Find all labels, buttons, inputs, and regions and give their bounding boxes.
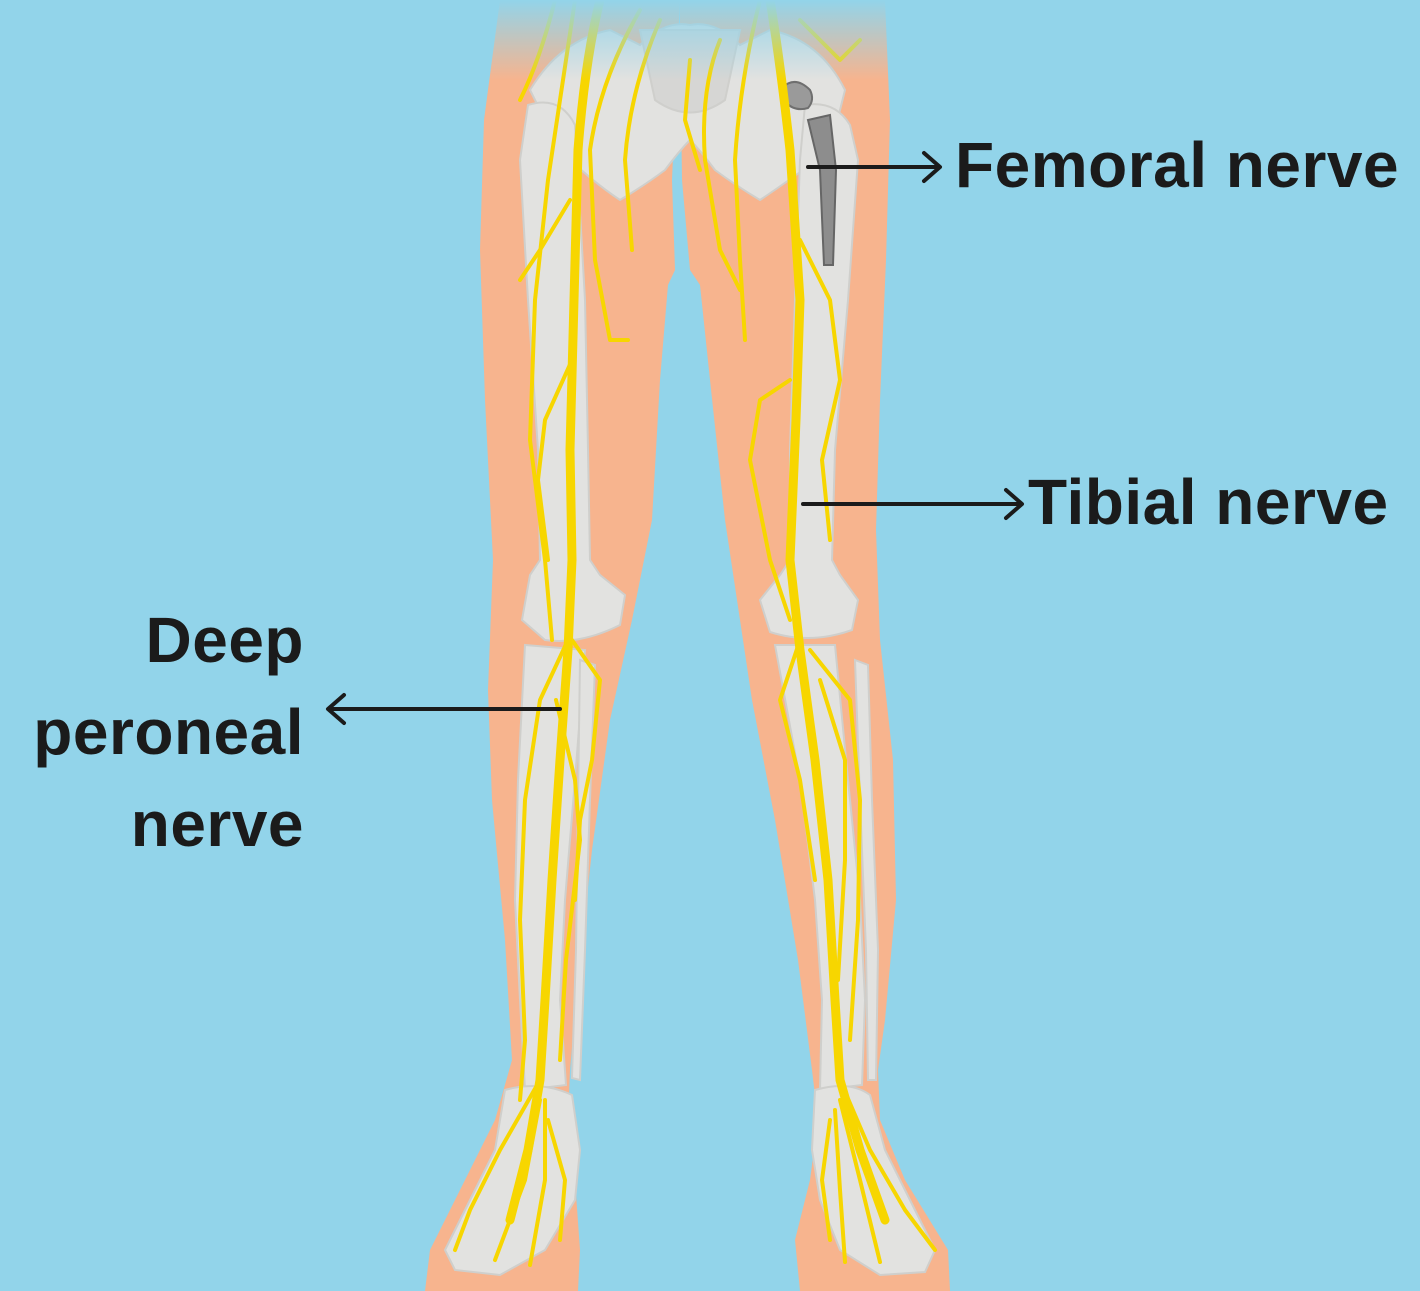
femoral-nerve-label: Femoral nerve	[955, 133, 1399, 197]
deep-peroneal-label-line: peroneal	[33, 686, 304, 778]
top-fade	[480, 0, 900, 80]
deep-peroneal-label-line: nerve	[33, 778, 304, 870]
tibial-nerve-label: Tibial nerve	[1028, 470, 1389, 534]
deep-peroneal-label-line: Deep	[33, 594, 304, 686]
deep-peroneal-nerve-label: Deep peroneal nerve	[33, 594, 304, 870]
pointer-arrows	[328, 153, 1022, 723]
